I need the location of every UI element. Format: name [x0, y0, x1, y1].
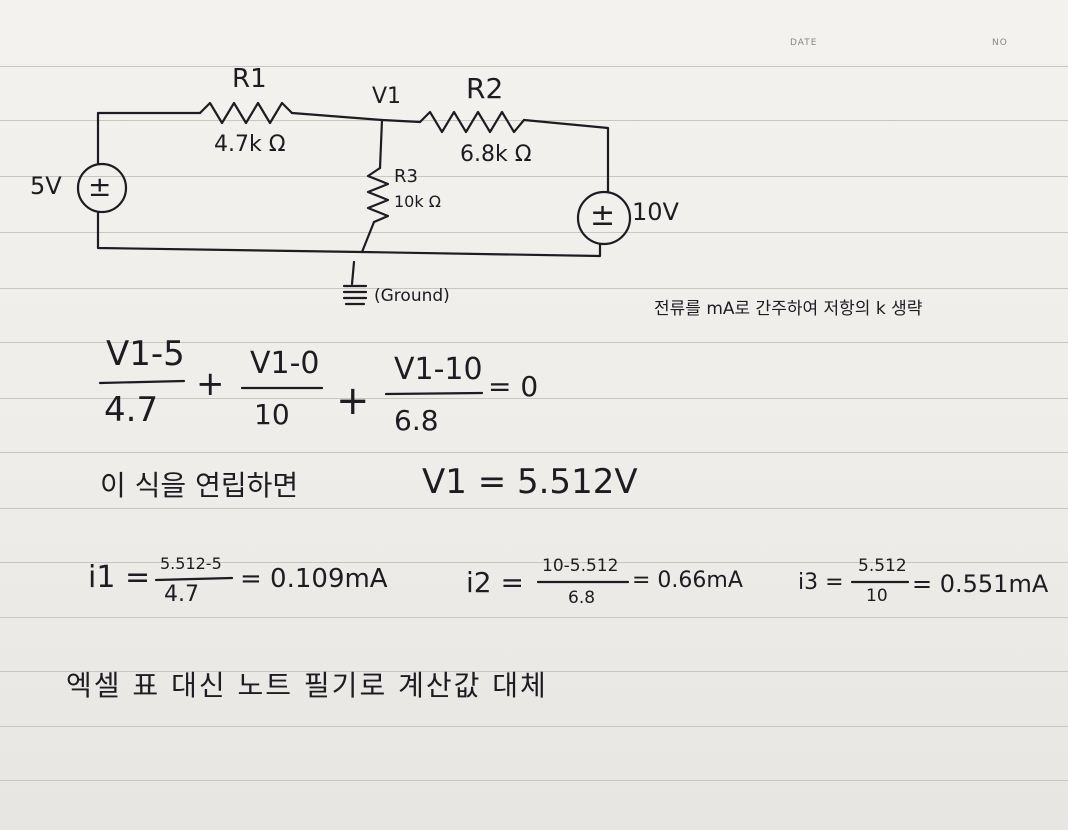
solve-text: 이 식을 연립하면 [100, 469, 299, 502]
source-5v-symbol: ± [88, 170, 112, 203]
node-v1-label: V1 [372, 84, 402, 109]
r3-value: 10k Ω [394, 192, 441, 211]
r1-value: 4.7k Ω [214, 132, 286, 157]
rule-line [0, 617, 1068, 618]
r3-label: R3 [394, 166, 418, 187]
rule-line [0, 232, 1068, 233]
eq-plus-2: + [336, 378, 370, 424]
wire [380, 118, 422, 124]
r1-label: R1 [232, 64, 267, 94]
resistor-r1 [198, 101, 294, 125]
source-5v-label: 5V [30, 172, 62, 200]
wire [96, 210, 364, 254]
i1-numerator: 5.512-5 [160, 554, 222, 573]
wire [360, 242, 602, 258]
rule-line [0, 66, 1068, 67]
source-10v-symbol: ± [590, 198, 616, 233]
rule-line [0, 671, 1068, 672]
r2-value: 6.8k Ω [460, 142, 532, 167]
wire [96, 111, 202, 166]
eq-rhs: = 0 [488, 370, 539, 403]
i3-result: = 0.551mA [912, 570, 1049, 598]
i1-denominator: 4.7 [164, 582, 199, 607]
r2-label: R2 [466, 72, 504, 105]
fraction-bar [154, 576, 234, 582]
i3-denominator: 10 [866, 586, 888, 606]
rule-line [0, 780, 1068, 781]
fraction-bar [98, 379, 186, 385]
source-10v [576, 190, 632, 246]
eq-term3-numerator: V1-10 [394, 352, 483, 387]
fraction-bar [384, 391, 484, 396]
rule-line [0, 508, 1068, 509]
eq-term1-denominator: 4.7 [104, 390, 159, 430]
eq-term1-numerator: V1-5 [106, 334, 185, 374]
eq-term2-numerator: V1-0 [250, 346, 320, 381]
footer-note: 엑셀 표 대신 노트 필기로 계산값 대체 [66, 669, 548, 702]
eq-term3-denominator: 6.8 [394, 404, 439, 437]
rule-line [0, 288, 1068, 289]
resistor-r2 [418, 110, 526, 134]
eq-plus-1: + [196, 364, 225, 404]
source-10v-label: 10V [632, 198, 679, 226]
no-label: NO [992, 38, 1008, 48]
rule-line [0, 176, 1068, 177]
ground-label: (Ground) [374, 286, 450, 306]
wire [522, 118, 610, 194]
side-note: 전류를 mA로 간주하여 저항의 k 생략 [654, 299, 923, 319]
i2-lhs: i2 = [466, 566, 524, 599]
i1-result: = 0.109mA [240, 564, 388, 594]
eq-term2-denominator: 10 [254, 398, 290, 431]
i2-denominator: 6.8 [568, 588, 596, 608]
date-label: DATE [790, 38, 818, 48]
rule-line [0, 398, 1068, 399]
i2-numerator: 10-5.512 [542, 556, 619, 576]
wire [290, 111, 384, 122]
rule-line [0, 342, 1068, 343]
ground-lead [350, 260, 356, 286]
i1-lhs: i1 = [88, 560, 151, 595]
i2-result: = 0.66mA [632, 568, 743, 593]
source-5v [76, 162, 128, 214]
solve-result: V1 = 5.512V [422, 462, 638, 502]
rule-line [0, 726, 1068, 727]
rule-line [0, 562, 1068, 563]
resistor-r3 [366, 166, 390, 224]
rule-line [0, 452, 1068, 453]
wire [360, 220, 376, 254]
i3-lhs: i3 = [798, 570, 844, 595]
wire [378, 118, 384, 170]
i3-numerator: 5.512 [858, 556, 907, 576]
